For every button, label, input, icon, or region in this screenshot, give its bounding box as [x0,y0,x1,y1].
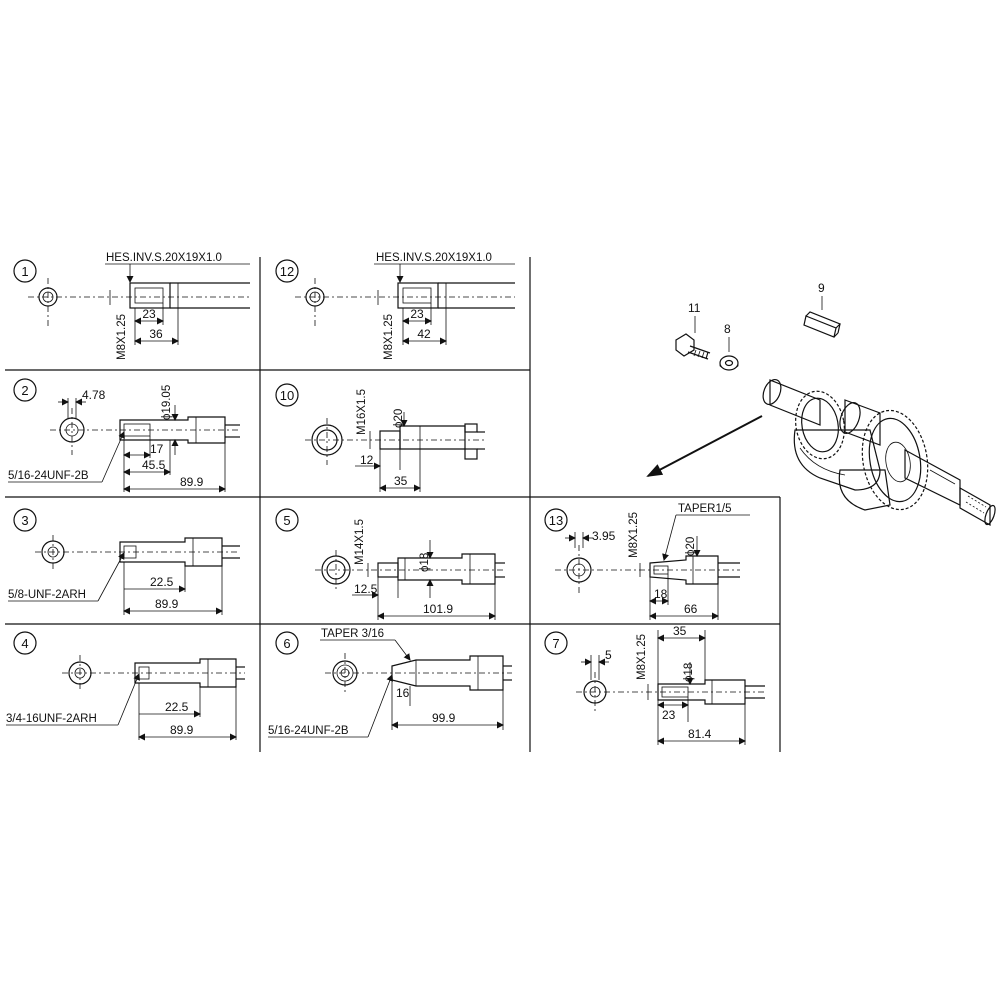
dimension-label: 22.5 [165,700,189,714]
panel-number: 7 [552,636,559,651]
panel-3: 3 22.5 89.9 5/8-UNF-2ARH [8,508,240,615]
key-icon [803,311,842,338]
dimension-label: 23 [662,708,676,722]
thread-label: 5/8-UNF-2ARH [8,589,86,601]
panel-number: 10 [280,388,294,403]
panel-13: 13 3.95 TAPER1/5 M8X1.25 ϕ20 18 66 [544,503,750,620]
dimension-label: 81.4 [688,727,712,741]
panel-number: 5 [283,513,290,528]
diameter-label: ϕ20 [393,409,405,428]
exploded-parts: 11 8 9 [675,281,842,371]
dimension-label: 18 [654,587,668,601]
panel-number: 12 [280,264,294,279]
panel-1: 1 HES.INV.S.20X19X1.0 M8X1.25 23 36 [13,252,250,360]
dimension-label: 23 [410,307,424,321]
keyway-width-label: 4.78 [82,388,106,402]
dimension-label: 45.5 [142,458,166,472]
spline-spec-label: HES.INV.S.20X19X1.0 [106,252,222,264]
panel-10: 10 M16X1.5 ϕ20 12 35 [275,383,485,492]
dimension-label: 89.9 [170,723,194,737]
part-number-11: 11 [688,301,701,315]
dimension-label: 35 [673,624,687,638]
dimension-label: 42 [417,327,431,341]
gear-icon [861,409,929,511]
bolt-icon [675,333,711,360]
dimension-label: 16 [396,686,410,700]
dimension-label: 22.5 [150,575,174,589]
diameter-label: ϕ19.05 [161,385,173,420]
dimension-label: 12 [360,453,374,467]
panel-number: 2 [21,383,28,398]
dimension-label: 36 [149,327,163,341]
panel-number: 6 [283,636,290,651]
dimension-label: 89.9 [180,475,204,489]
thread-label: M8X1.25 [383,314,395,360]
thread-label: 3/4-16UNF-2ARH [6,713,97,725]
panel-number: 3 [21,513,28,528]
gear-icon [795,390,845,460]
diameter-label: ϕ18 [683,663,695,682]
thread-label: M8X1.25 [636,634,648,680]
thread-label: M14X1.5 [354,519,366,565]
part-number-8: 8 [724,322,731,336]
panel-grid [5,257,781,752]
dimension-label: 66 [684,602,698,616]
spline-spec-label: HES.INV.S.20X19X1.0 [376,252,492,264]
panel-6: 6 TAPER 3/16 16 99.9 5/16-24UNF-2B [268,628,512,738]
thread-label: 5/16-24UNF-2B [268,725,349,737]
washer-icon [719,355,739,371]
panel-7: 7 5 M8X1.25 ϕ18 35 23 81.4 [544,624,765,745]
thread-label: M16X1.5 [356,389,368,435]
crankshaft-illustration [646,378,996,527]
panel-4: 4 22.5 89.9 3/4-16UNF-2ARH [6,631,245,741]
part-number-9: 9 [818,281,825,295]
taper-label: TAPER1/5 [678,503,731,515]
panel-12: 12 HES.INV.S.20X19X1.0 M8X1.25 23 42 [275,252,515,360]
diameter-label: ϕ20 [685,537,697,556]
panel-5: 5 M14X1.5 ϕ18 12.5 101.9 [275,508,505,620]
panel-number: 1 [21,264,28,279]
keyway-width-label: 3.95 [592,529,616,543]
panel-number: 4 [21,636,28,651]
dimension-label: 35 [394,474,408,488]
dimension-label: 23 [142,307,156,321]
dimension-label: 17 [150,442,164,456]
thread-label: 5/16-24UNF-2B [8,470,89,482]
panel-2: 2 4.78 ϕ19.05 17 45.5 89.9 5/16 [8,378,240,493]
thread-label: M8X1.25 [628,512,640,558]
panel-number: 13 [549,513,563,528]
keyway-width-label: 5 [605,648,612,662]
dimension-label: 12.5 [354,582,378,596]
dimension-label: 99.9 [432,711,456,725]
dimension-label: 89.9 [155,597,179,611]
thread-label: M8X1.25 [116,314,128,360]
dimension-label: 101.9 [423,602,453,616]
taper-label: TAPER 3/16 [321,628,384,640]
diameter-label: ϕ18 [419,553,431,572]
